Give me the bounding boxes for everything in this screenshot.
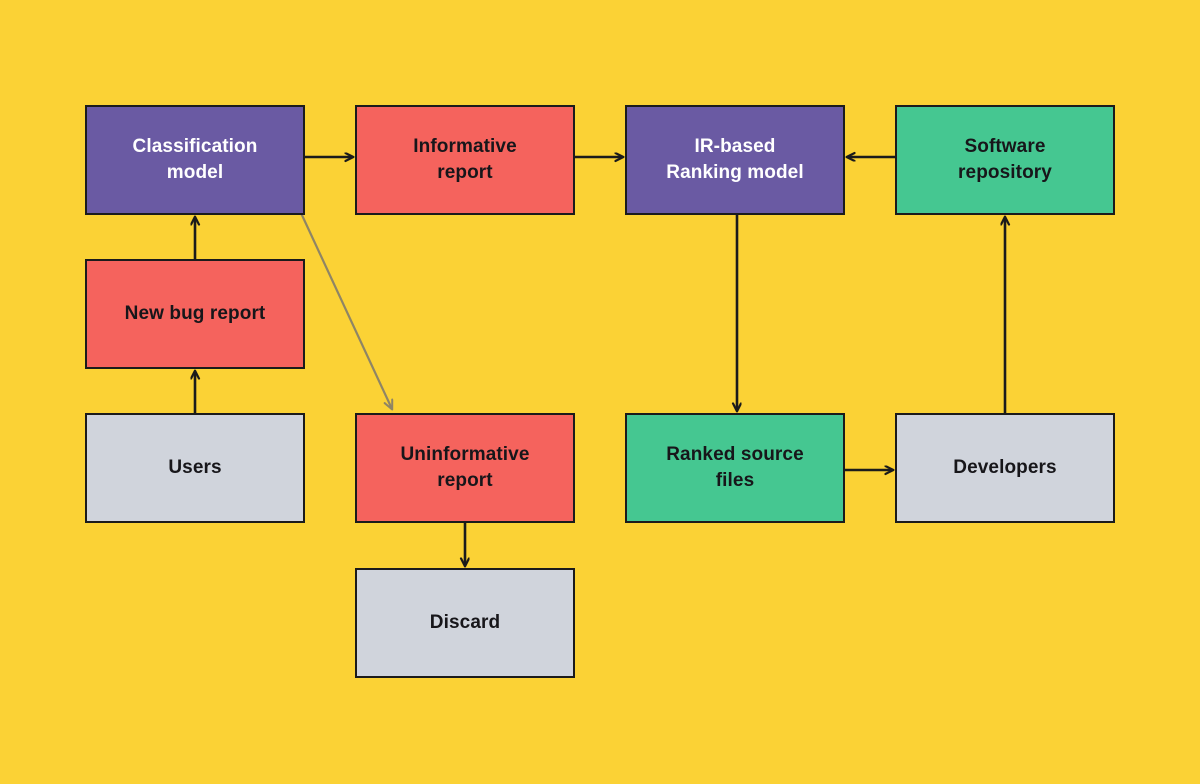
node-informative-report[interactable]: Informative report — [355, 105, 575, 215]
node-label: IR-based Ranking model — [666, 135, 804, 183]
node-uninformative-report[interactable]: Uninformative report — [355, 413, 575, 523]
node-software-repository[interactable]: Software repository — [895, 105, 1115, 215]
node-ranked-source-files[interactable]: Ranked source files — [625, 413, 845, 523]
node-label: Developers — [953, 456, 1057, 478]
node-label: Discard — [429, 611, 501, 633]
node-label: Users — [168, 456, 222, 478]
node-users[interactable]: Users — [85, 413, 305, 523]
node-discard[interactable]: Discard — [355, 568, 575, 678]
node-label: Informative report — [413, 135, 517, 183]
node-label: Software repository — [958, 135, 1052, 183]
node-developers[interactable]: Developers — [895, 413, 1115, 523]
node-classification-model[interactable]: Classification model — [85, 105, 305, 215]
node-label: Uninformative report — [400, 443, 530, 491]
node-ir-ranking-model[interactable]: IR-based Ranking model — [625, 105, 845, 215]
node-label: New bug report — [124, 302, 266, 324]
node-new-bug-report[interactable]: New bug report — [85, 259, 305, 369]
node-label: Classification model — [132, 135, 258, 183]
edge-classification-model-to-uninformative-report — [300, 212, 394, 411]
node-label: Ranked source files — [666, 443, 804, 491]
